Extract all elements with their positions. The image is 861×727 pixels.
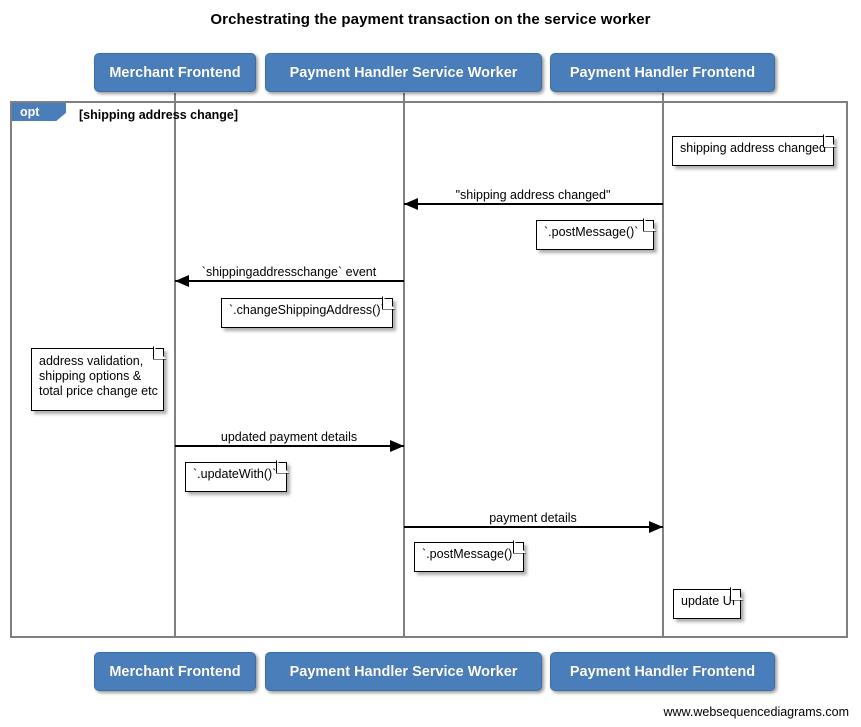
note-address-validation: address validation, shipping options & t… bbox=[31, 345, 167, 411]
fragment-opt-label: opt bbox=[12, 103, 66, 121]
note-line: `.changeShippingAddress()` bbox=[229, 303, 385, 317]
message-arrowhead-updated-payment-details bbox=[390, 440, 404, 452]
message-label-shipping-address-changed: "shipping address changed" bbox=[455, 188, 611, 202]
note-line: shipping address changed bbox=[680, 141, 826, 155]
note-update-with: `.updateWith()` bbox=[185, 459, 290, 492]
message-label-updated-payment-details: updated payment details bbox=[220, 430, 358, 444]
participant-payment-handler-service-worker-bottom[interactable]: Payment Handler Service Worker bbox=[265, 652, 542, 691]
participant-label: Merchant Frontend bbox=[109, 64, 241, 81]
note-change-shipping-address: `.changeShippingAddress()` bbox=[221, 295, 396, 328]
message-line-shipping-address-changed bbox=[404, 203, 663, 205]
footer-watermark: www.websequencediagrams.com bbox=[663, 705, 849, 719]
note-update-ui: update UI bbox=[673, 586, 744, 619]
participant-label: Payment Handler Frontend bbox=[569, 64, 756, 81]
note-post-message-2: `.postMessage()` bbox=[414, 539, 527, 572]
message-line-updated-payment-details bbox=[175, 445, 404, 447]
participant-payment-handler-service-worker-top[interactable]: Payment Handler Service Worker bbox=[265, 53, 542, 92]
note-line: shipping options & bbox=[39, 369, 142, 383]
message-arrowhead-shipping-address-changed bbox=[404, 198, 418, 210]
participant-payment-handler-frontend-bottom[interactable]: Payment Handler Frontend bbox=[550, 652, 775, 691]
note-line: update UI bbox=[681, 594, 736, 608]
fragment-opt-frame bbox=[10, 101, 848, 638]
message-label-payment-details: payment details bbox=[489, 511, 577, 525]
note-line: total price change etc bbox=[39, 384, 158, 398]
participant-label: Payment Handler Service Worker bbox=[289, 64, 518, 81]
note-post-message-1: `.postMessage()` bbox=[536, 217, 657, 250]
note-line: address validation, bbox=[39, 354, 144, 368]
note-shipping-address-changed: shipping address changed bbox=[672, 133, 837, 166]
participant-label: Merchant Frontend bbox=[109, 663, 241, 680]
participant-label: Payment Handler Frontend bbox=[569, 663, 756, 680]
note-line: `.postMessage()` bbox=[422, 547, 517, 561]
note-line: `.postMessage()` bbox=[544, 225, 639, 239]
participant-merchant-frontend-bottom[interactable]: Merchant Frontend bbox=[94, 652, 256, 691]
message-arrowhead-payment-details bbox=[649, 521, 663, 533]
participant-label: Payment Handler Service Worker bbox=[289, 663, 518, 680]
participant-payment-handler-frontend-top[interactable]: Payment Handler Frontend bbox=[550, 53, 775, 92]
message-line-shippingaddresschange-event bbox=[175, 280, 404, 282]
lifeline-merchant-frontend bbox=[174, 93, 176, 638]
fragment-opt-guard: [shipping address change] bbox=[79, 108, 239, 122]
page-title: Orchestrating the payment transaction on… bbox=[210, 11, 651, 28]
message-label-shippingaddresschange-event: `shippingaddresschange` event bbox=[201, 265, 377, 279]
lifeline-payment-handler-service-worker bbox=[403, 93, 405, 638]
note-line: `.updateWith()` bbox=[193, 467, 277, 481]
participant-merchant-frontend-top[interactable]: Merchant Frontend bbox=[94, 53, 256, 92]
message-arrowhead-shippingaddresschange-event bbox=[175, 275, 189, 287]
lifeline-payment-handler-frontend bbox=[662, 93, 664, 638]
message-line-payment-details bbox=[404, 526, 663, 528]
